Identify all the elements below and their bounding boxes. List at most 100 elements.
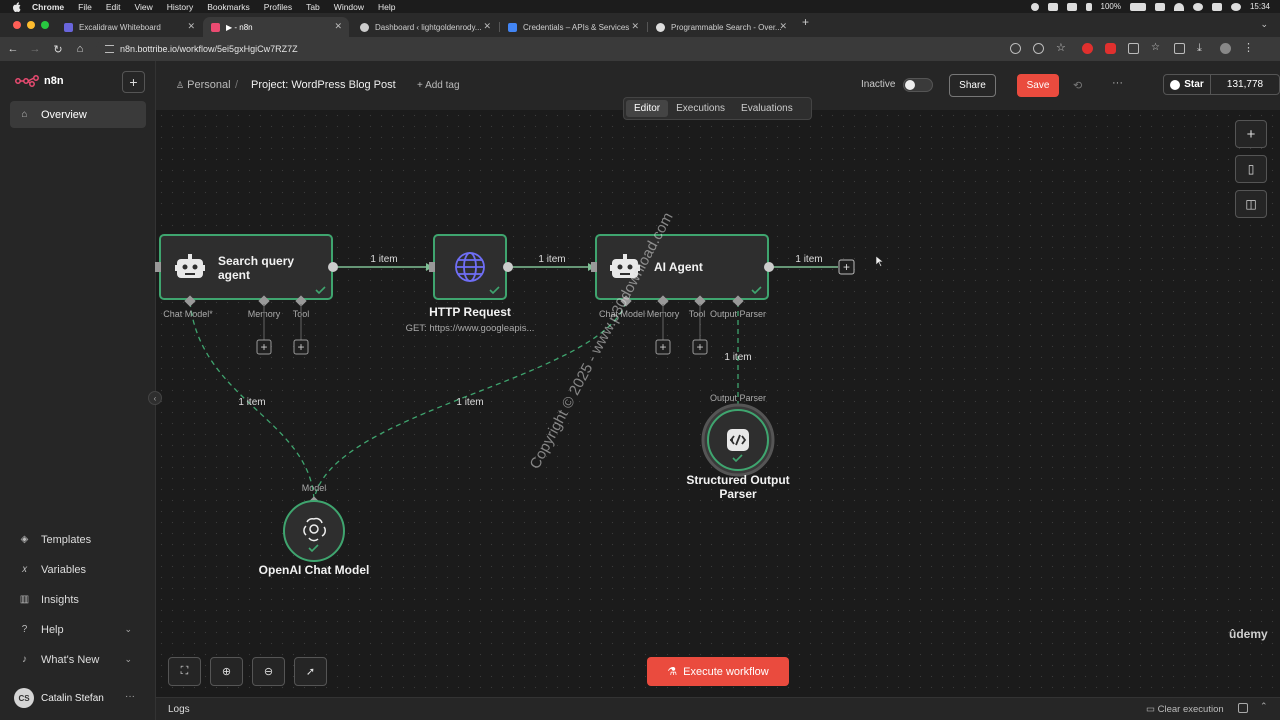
execute-workflow-button[interactable]: ⚗ Execute workflow	[647, 657, 789, 686]
more-options-icon[interactable]: ···	[1112, 77, 1123, 89]
profile-avatar-icon[interactable]	[1220, 43, 1231, 54]
menu-tab[interactable]: Tab	[306, 1, 320, 12]
translate-icon[interactable]	[1174, 43, 1185, 54]
control-center-icon[interactable]	[1211, 2, 1222, 11]
password-key-icon[interactable]	[1010, 43, 1021, 54]
logs-title[interactable]: Logs	[168, 704, 190, 715]
new-tab-icon[interactable]: +	[802, 15, 810, 29]
fit-view-icon[interactable]: ⛶	[168, 657, 201, 686]
active-toggle[interactable]	[903, 78, 933, 92]
bluetooth-icon[interactable]	[1085, 2, 1092, 11]
tab-programmable-search[interactable]: Programmable Search - Over... ✕	[648, 17, 794, 37]
tab-separator	[499, 22, 500, 32]
popout-icon[interactable]	[1238, 703, 1248, 713]
close-tab-icon[interactable]: ✕	[631, 21, 639, 31]
menu-edit[interactable]: Edit	[105, 1, 121, 12]
close-window-button[interactable]	[13, 21, 21, 29]
close-tab-icon[interactable]: ✕	[334, 21, 342, 31]
tab-editor[interactable]: Editor	[626, 100, 669, 117]
menu-help[interactable]: Help	[378, 1, 396, 12]
apple-icon[interactable]	[10, 1, 22, 13]
google-cloud-favicon-icon	[508, 22, 517, 32]
zoom-in-icon[interactable]: ⊕	[210, 657, 243, 686]
tidy-up-icon[interactable]: ➚	[294, 657, 327, 686]
tab-search-chevron-icon[interactable]: ⌄	[1260, 19, 1268, 29]
zoom-icon[interactable]	[1033, 43, 1044, 54]
n8n-app: n8n + ⌂ Overview ◈ Templates 𝑥 Variables…	[0, 61, 1280, 720]
close-tab-icon[interactable]: ✕	[779, 21, 787, 31]
share-button[interactable]: Share	[949, 74, 996, 97]
sidebar-item-overview[interactable]: ⌂ Overview	[10, 101, 146, 128]
address-bar[interactable]: n8n.bottribe.io/workflow/5ei5gxHgiCw7RZ7…	[96, 40, 1136, 58]
wifi-icon[interactable]	[1173, 2, 1184, 11]
record-icon[interactable]	[1030, 2, 1039, 11]
minimize-window-button[interactable]	[27, 21, 35, 29]
breadcrumb-personal[interactable]: ♙ Personal	[176, 79, 231, 91]
save-button[interactable]: Save	[1017, 74, 1059, 97]
youtube-extension-icon[interactable]	[1105, 43, 1116, 54]
breadcrumb-separator: /	[235, 79, 239, 91]
reload-icon[interactable]: ↻	[53, 43, 63, 56]
collapse-logs-icon[interactable]: ⌃	[1260, 701, 1268, 711]
sidebar-item-help[interactable]: ? Help ⌄	[10, 616, 146, 643]
create-button[interactable]: +	[122, 71, 145, 93]
extensions-puzzle-icon[interactable]	[1128, 43, 1139, 54]
tab-n8n[interactable]: ▶ - n8n ✕	[203, 17, 349, 37]
sidebar-item-templates[interactable]: ◈ Templates	[10, 526, 146, 553]
workflow-name[interactable]: Project: WordPress Blog Post	[251, 79, 396, 91]
zoom-out-icon[interactable]: ⊖	[252, 657, 285, 686]
sticky-note-icon[interactable]: ▯	[1235, 155, 1267, 183]
browser-menu-icon[interactable]: ⋮	[1243, 42, 1254, 54]
tab-dashboard[interactable]: Dashboard ‹ lightgoldenrody... ✕	[352, 17, 498, 37]
site-info-icon[interactable]	[105, 45, 114, 53]
status-label: Inactive	[861, 79, 896, 90]
home-icon[interactable]: ⌂	[76, 43, 84, 55]
menu-profiles[interactable]: Profiles	[263, 1, 293, 12]
forward-icon[interactable]: →	[29, 43, 41, 55]
add-node-button[interactable]: +	[1235, 120, 1267, 148]
close-tab-icon[interactable]: ✕	[483, 21, 491, 31]
creative-cloud-icon[interactable]	[1047, 2, 1058, 11]
sidebar-item-whats-new[interactable]: ♪ What's New ⌄	[10, 646, 146, 673]
toggle-panel-icon[interactable]: ◫	[1235, 190, 1267, 218]
history-icon[interactable]: ⟲	[1073, 80, 1083, 92]
input-source-icon[interactable]	[1154, 2, 1165, 11]
menu-file[interactable]: File	[78, 1, 92, 12]
tab-excalidraw[interactable]: Excalidraw Whiteboard ✕	[56, 17, 202, 37]
sidebar-item-insights[interactable]: ▥ Insights	[10, 586, 146, 613]
extension-record-icon[interactable]	[1082, 43, 1093, 54]
download-icon[interactable]: ⤓	[1197, 42, 1202, 54]
tab-executions[interactable]: Executions	[676, 103, 726, 114]
reading-list-icon[interactable]: ☆	[1151, 42, 1160, 53]
user-menu-icon[interactable]: ···	[125, 691, 135, 702]
user-profile[interactable]: CS Catalin Stefan	[14, 688, 104, 708]
sidebar: n8n + ⌂ Overview ◈ Templates 𝑥 Variables…	[0, 61, 156, 720]
extensions-bar: ☆ ⤓ ⋮	[1082, 43, 1254, 54]
zoom-window-button[interactable]	[41, 21, 49, 29]
menu-view[interactable]: View	[134, 1, 153, 12]
workflow-canvas[interactable]	[156, 110, 1280, 697]
menu-app[interactable]: Chrome	[32, 1, 65, 12]
menu-bookmarks[interactable]: Bookmarks	[207, 1, 250, 12]
siri-icon[interactable]	[1230, 2, 1241, 11]
url-text[interactable]: n8n.bottribe.io/workflow/5ei5gxHgiCw7RZ7…	[120, 44, 298, 54]
back-icon[interactable]: ←	[7, 43, 19, 55]
bookmark-star-icon[interactable]: ☆	[1056, 42, 1066, 54]
add-tag-link[interactable]: + Add tag	[417, 80, 460, 91]
tab-credentials[interactable]: Credentials – APIs & Services ✕	[500, 17, 646, 37]
tab-evaluations[interactable]: Evaluations	[741, 103, 793, 114]
chevron-down-icon: ⌄	[124, 624, 132, 634]
menu-history[interactable]: History	[166, 1, 194, 12]
breadcrumb-personal-label: Personal	[187, 79, 231, 91]
command-icon[interactable]	[1066, 2, 1077, 11]
n8n-logo[interactable]: n8n	[15, 75, 64, 87]
github-star-button[interactable]: Star 131,778	[1163, 74, 1280, 95]
battery-icon[interactable]	[1129, 2, 1146, 11]
clear-execution-button[interactable]: ▭ Clear execution	[1146, 704, 1224, 715]
sidebar-item-label: Variables	[41, 563, 87, 576]
menu-window[interactable]: Window	[333, 1, 365, 12]
close-tab-icon[interactable]: ✕	[187, 21, 195, 31]
collapse-sidebar-icon[interactable]: ‹	[148, 391, 162, 405]
sidebar-item-variables[interactable]: 𝑥 Variables	[10, 556, 146, 583]
user-icon[interactable]	[1192, 2, 1203, 11]
